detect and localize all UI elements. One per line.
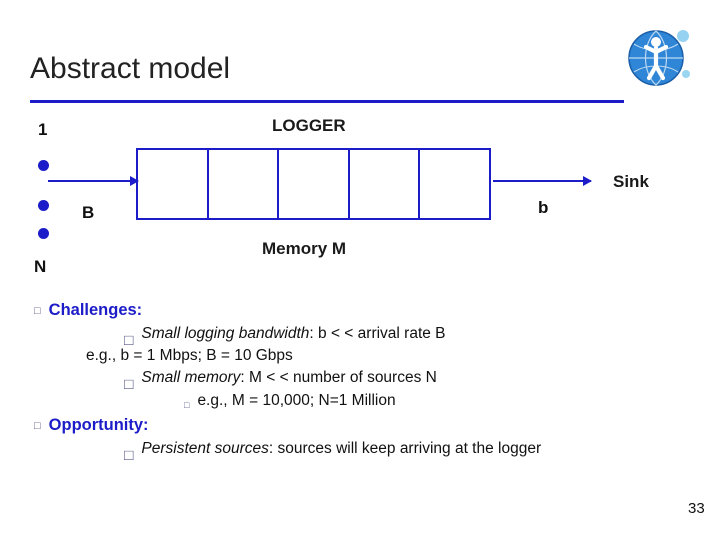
list-item-label: Small logging bandwidth: b < < arrival r… [141, 324, 445, 344]
square-bullet-icon: □ [34, 305, 41, 317]
output-arrow-icon [493, 176, 592, 186]
input-rate-label: B [82, 203, 95, 222]
bullet-list: □ Challenges: □ Small logging bandwidth:… [0, 300, 720, 463]
list-item: □ Small memory: M < < number of sources … [62, 368, 720, 392]
list-item-label: Persistent sources: sources will keep ar… [141, 439, 541, 459]
page-title: Abstract model [30, 52, 231, 85]
queue-cell [350, 150, 421, 218]
queue-cell [138, 150, 209, 218]
sink-label: Sink [613, 172, 649, 191]
source-dot [38, 228, 49, 239]
square-bullet-icon: □ [124, 375, 134, 393]
queue-cell [420, 150, 489, 218]
source-dot [38, 200, 49, 211]
list-item-rest: : sources will keep arriving at the logg… [268, 439, 542, 457]
logger-label: LOGGER [272, 116, 346, 135]
list-item: □ Opportunity: [34, 415, 720, 436]
square-bullet-icon: □ [184, 399, 190, 410]
emphasis-text: Small logging bandwidth [141, 325, 310, 343]
list-item: □ Challenges: [34, 300, 720, 321]
memory-label: Memory M [262, 239, 347, 258]
square-bullet-icon: □ [34, 419, 41, 432]
emphasis-text: Small memory [141, 368, 241, 386]
source-bottom-label: N [34, 257, 47, 276]
globe-person-logo [620, 26, 694, 88]
list-item: □ e.g., M = 10,000; N=1 Million [92, 391, 720, 411]
list-item-rest: : b < < arrival rate B [309, 325, 446, 343]
list-item-label: e.g., M = 10,000; N=1 Million [197, 391, 396, 409]
title-divider [30, 100, 624, 103]
source-dot [38, 160, 49, 171]
list-item-note: e.g., b = 1 Mbps; B = 10 Gbps [86, 346, 293, 364]
input-arrow-icon [48, 176, 139, 186]
source-top-label: 1 [38, 120, 48, 139]
queue-cell [279, 150, 350, 218]
output-rate-label: b [538, 198, 549, 217]
logger-queue [136, 148, 491, 220]
list-item-rest: : M < < number of sources N [240, 368, 437, 386]
queue-cell [209, 150, 280, 218]
square-bullet-icon: □ [124, 446, 134, 464]
list-item: □ Persistent sources: sources will keep … [62, 439, 720, 463]
emphasis-text: Persistent sources [141, 439, 269, 457]
square-bullet-icon: □ [124, 332, 134, 350]
list-item-label: Challenges: [48, 301, 143, 319]
list-item-label: Opportunity: [48, 415, 149, 434]
page-number: 33 [688, 500, 705, 517]
list-item-label: Small memory: M < < number of sources N [141, 368, 436, 388]
list-item: □ Small logging bandwidth: b < < arrival… [62, 324, 720, 348]
